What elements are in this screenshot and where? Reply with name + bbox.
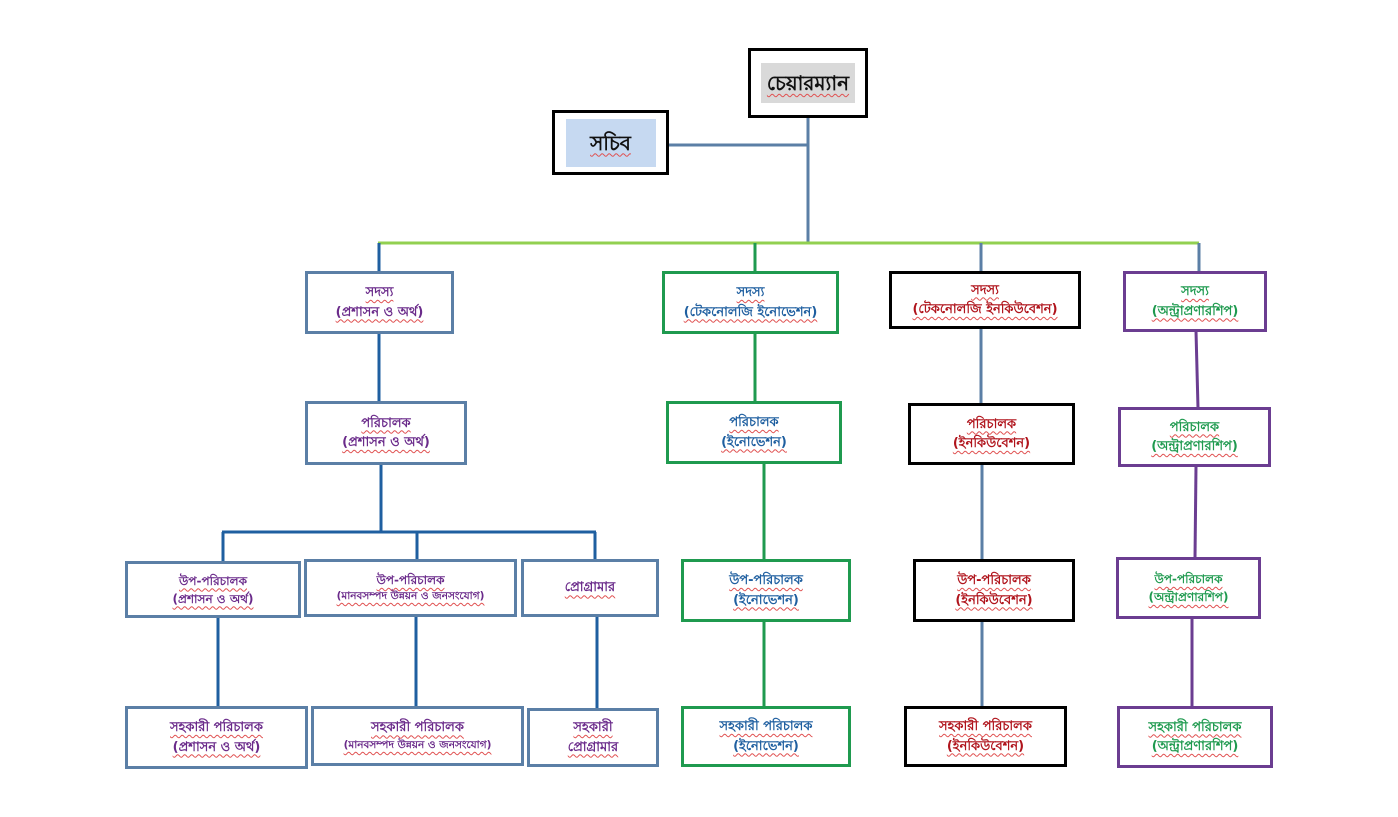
assistant-admin-box: সহকারী পরিচালক (প্রশাসন ও অর্থ) bbox=[125, 706, 308, 769]
assistant-entrepreneurship-box: সহকারী পরিচালক (অন্ট্রাপ্রণারশিপ) bbox=[1117, 706, 1273, 768]
member-subtitle: (টেকনোলজি ইনকিউবেশন) bbox=[912, 302, 1058, 317]
deputy-title: উপ-পরিচালক bbox=[376, 573, 445, 588]
assistant-title: সহকারী পরিচালক bbox=[371, 720, 464, 736]
assistant-subtitle: (অন্ট্রাপ্রণারশিপ) bbox=[1151, 739, 1239, 754]
director-subtitle: (ইনকিউবেশন) bbox=[952, 436, 1031, 451]
director-subtitle: (ইনোভেশন) bbox=[721, 434, 787, 450]
assistant-innovation-box: সহকারী পরিচালক (ইনোভেশন) bbox=[681, 706, 851, 767]
member-admin-box: সদস্য (প্রশাসন ও অর্থ) bbox=[305, 271, 454, 334]
director-title: পরিচালক bbox=[361, 415, 411, 431]
deputy-subtitle: (ইনকিউবেশন) bbox=[955, 592, 1033, 608]
member-subtitle: (টেকনোলজি ইনোভেশন) bbox=[683, 304, 818, 320]
chairman-label: চেয়ারম্যান bbox=[766, 71, 850, 95]
member-subtitle: (প্রশাসন ও অর্থ) bbox=[335, 304, 424, 320]
director-incubation-box: পরিচালক (ইনকিউবেশন) bbox=[908, 403, 1075, 465]
member-title: সদস্য bbox=[1181, 284, 1209, 299]
deputy-entrepreneurship-box: উপ-পরিচালক (অন্ট্রাপ্রণারশিপ) bbox=[1116, 557, 1261, 619]
deputy-title: উপ-পরিচালক bbox=[179, 573, 247, 588]
deputy-innovation-box: উপ-পরিচালক (ইনোভেশন) bbox=[681, 559, 851, 622]
assistant-title: সহকারী পরিচালক bbox=[939, 719, 1032, 734]
member-entrepreneurship-box: সদস্য (অন্ট্রাপ্রণারশিপ) bbox=[1123, 271, 1267, 332]
deputy-title: উপ-পরিচালক bbox=[1154, 572, 1223, 586]
deputy-subtitle: (ইনোভেশন) bbox=[733, 592, 799, 608]
assistant-subtitle: প্রোগ্রামার bbox=[567, 739, 619, 755]
assistant-incubation-box: সহকারী পরিচালক (ইনকিউবেশন) bbox=[904, 706, 1067, 767]
assistant-subtitle: (প্রশাসন ও অর্থ) bbox=[172, 739, 261, 755]
assistant-title: সহকারী পরিচালক bbox=[1148, 719, 1242, 735]
assistant-programmer-box: সহকারী প্রোগ্রামার bbox=[527, 708, 659, 767]
director-entrepreneurship-box: পরিচালক (অন্ট্রাপ্রণারশিপ) bbox=[1118, 407, 1271, 467]
member-title: সদস্য bbox=[365, 285, 394, 300]
assistant-title: সহকারী bbox=[573, 720, 613, 735]
secretary-box: সচিব bbox=[552, 110, 669, 175]
assistant-subtitle: (মানবসম্পদ উন্নয়ন ও জনসংযোগ) bbox=[343, 738, 492, 751]
member-title: সদস্য bbox=[971, 282, 999, 298]
secretary-fill: সচিব bbox=[565, 118, 656, 167]
assistant-subtitle: (ইনকিউবেশন) bbox=[946, 738, 1025, 754]
assistant-title: সহকারী পরিচালক bbox=[719, 719, 813, 734]
assistant-subtitle: (ইনোভেশন) bbox=[733, 738, 799, 754]
chairman-box: চেয়ারম্যান bbox=[748, 48, 868, 118]
director-subtitle: (অন্ট্রাপ্রণারশিপ) bbox=[1151, 439, 1238, 454]
deputy-admin-box: উপ-পরিচালক (প্রশাসন ও অর্থ) bbox=[125, 561, 301, 618]
programmer-box: প্রোগ্রামার bbox=[521, 559, 659, 617]
line-entre-director-deputy bbox=[1193, 465, 1198, 559]
member-innovation-box: সদস্য (টেকনোলজি ইনোভেশন) bbox=[662, 271, 839, 334]
director-admin-box: পরিচালক (প্রশাসন ও অর্থ) bbox=[305, 401, 467, 465]
director-innovation-box: পরিচালক (ইনোভেশন) bbox=[666, 401, 842, 464]
deputy-hr-box: উপ-পরিচালক (মানবসম্পদ উন্নয়ন ও জনসংযোগ) bbox=[304, 559, 517, 617]
assistant-hr-box: সহকারী পরিচালক (মানবসম্পদ উন্নয়ন ও জনসং… bbox=[311, 706, 524, 766]
line-entre-member-director bbox=[1194, 330, 1200, 409]
deputy-subtitle: (প্রশাসন ও অর্থ) bbox=[172, 591, 254, 606]
director-subtitle: (প্রশাসন ও অর্থ) bbox=[342, 435, 430, 450]
director-title: পরিচালক bbox=[966, 416, 1017, 432]
assistant-title: সহকারী পরিচালক bbox=[170, 720, 263, 735]
programmer-title: প্রোগ্রামার bbox=[564, 580, 616, 596]
chairman-fill: চেয়ারম্যান bbox=[761, 63, 855, 103]
deputy-title: উপ-পরিচালক bbox=[729, 573, 803, 588]
deputy-title: উপ-পরিচালক bbox=[957, 573, 1031, 588]
deputy-subtitle: (অন্ট্রাপ্রণারশিপ) bbox=[1148, 590, 1229, 604]
director-title: পরিচালক bbox=[729, 415, 779, 430]
deputy-incubation-box: উপ-পরিচালক (ইনকিউবেশন) bbox=[913, 559, 1075, 622]
member-title: সদস্য bbox=[736, 285, 765, 300]
member-incubation-box: সদস্য (টেকনোলজি ইনকিউবেশন) bbox=[889, 271, 1081, 329]
member-subtitle: (অন্ট্রাপ্রণারশিপ) bbox=[1151, 303, 1239, 319]
deputy-subtitle: (মানবসম্পদ উন্নয়ন ও জনসংযোগ) bbox=[336, 590, 485, 603]
director-title: পরিচালক bbox=[1169, 419, 1220, 435]
secretary-label: সচিব bbox=[590, 130, 631, 155]
